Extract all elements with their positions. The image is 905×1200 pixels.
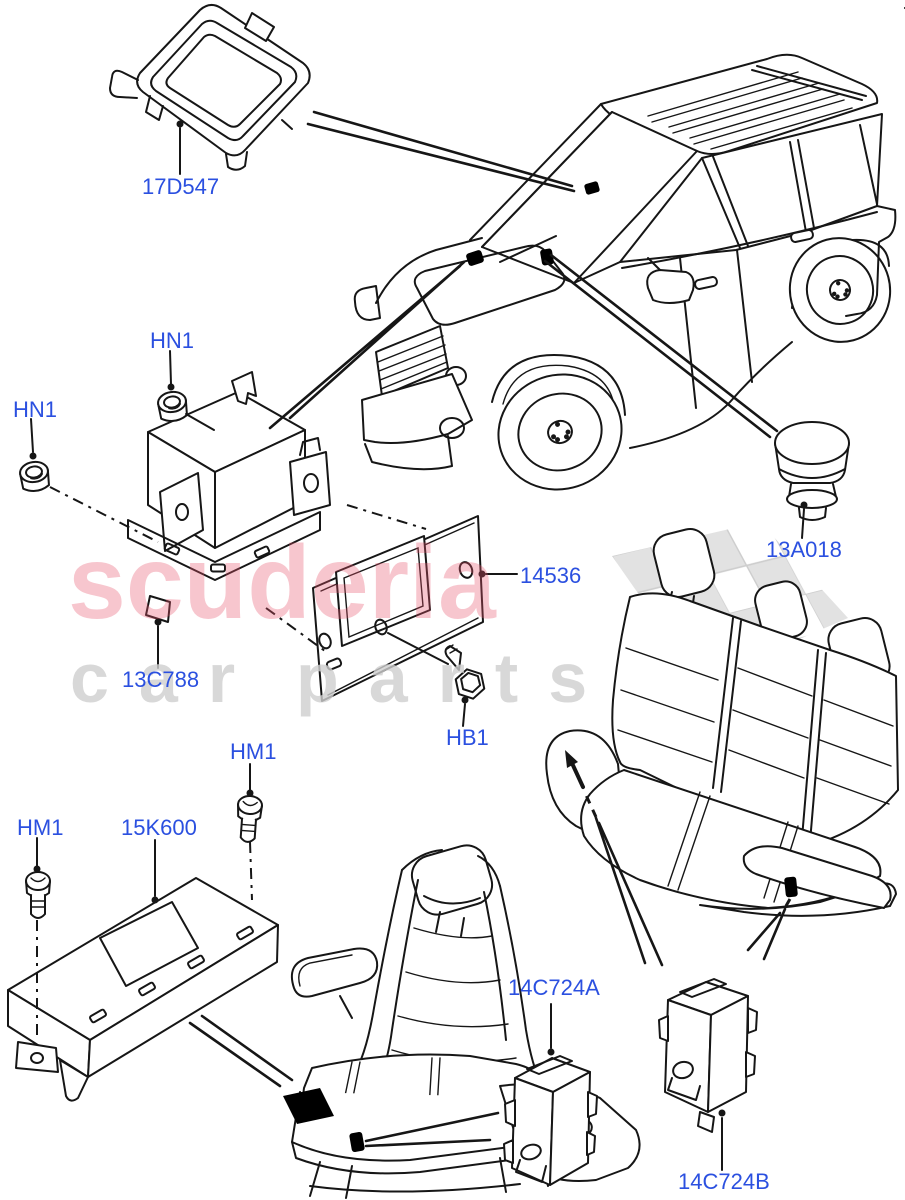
occupancy-module-a-drawing — [503, 1055, 598, 1186]
nut-hn1-left-drawing — [17, 459, 52, 494]
leader-lines — [29, 110, 808, 1171]
nut-hn1-upper-drawing — [155, 389, 190, 424]
brand-watermark: scuderia car parts — [68, 525, 617, 717]
part-label-hb1[interactable]: HB1 — [446, 725, 489, 750]
screw-hm1-left-drawing — [25, 871, 51, 919]
part-label-hm1-right[interactable]: HM1 — [230, 739, 277, 764]
rain-sensor-drawing — [109, 4, 311, 171]
windshield-base-marker — [540, 248, 554, 266]
seat-module-drawing — [7, 794, 279, 1102]
seat-base-marker — [283, 1088, 334, 1124]
bracket-drawing — [312, 515, 484, 702]
part-label-13a018[interactable]: 13A018 — [766, 537, 842, 562]
hood-marker — [466, 250, 484, 266]
part-label-14536[interactable]: 14536 — [520, 563, 582, 588]
watermark-word-car: car — [70, 639, 265, 717]
windshield-header-marker — [584, 181, 600, 195]
part-label-14c724a[interactable]: 14C724A — [508, 975, 600, 1000]
watermark-word-parts: parts — [296, 639, 617, 717]
vehicle-drawing — [353, 53, 897, 491]
screw-hm1-right-drawing — [234, 794, 264, 844]
part-label-hn1-upper[interactable]: HN1 — [150, 328, 195, 353]
part-label-17d547[interactable]: 17D547 — [142, 174, 220, 199]
rear-seat-marker — [784, 876, 798, 898]
part-label-14c724b[interactable]: 14C724B — [678, 1169, 770, 1194]
seat-frame-marker — [349, 1131, 365, 1153]
part-label-15k600[interactable]: 15K600 — [121, 815, 197, 840]
sunload-sensor-drawing — [774, 421, 850, 521]
watermark-brand-text: scuderia — [68, 525, 497, 641]
part-label-13c788[interactable]: 13C788 — [122, 667, 200, 692]
rear-bench-seat-drawing — [545, 6, 905, 917]
part-label-hm1-left[interactable]: HM1 — [17, 815, 64, 840]
occupancy-module-b-drawing — [658, 978, 758, 1133]
bolt-hb1-drawing — [444, 644, 486, 700]
part-label-hn1-left[interactable]: HN1 — [13, 397, 58, 422]
control-module-drawing — [17, 371, 331, 623]
